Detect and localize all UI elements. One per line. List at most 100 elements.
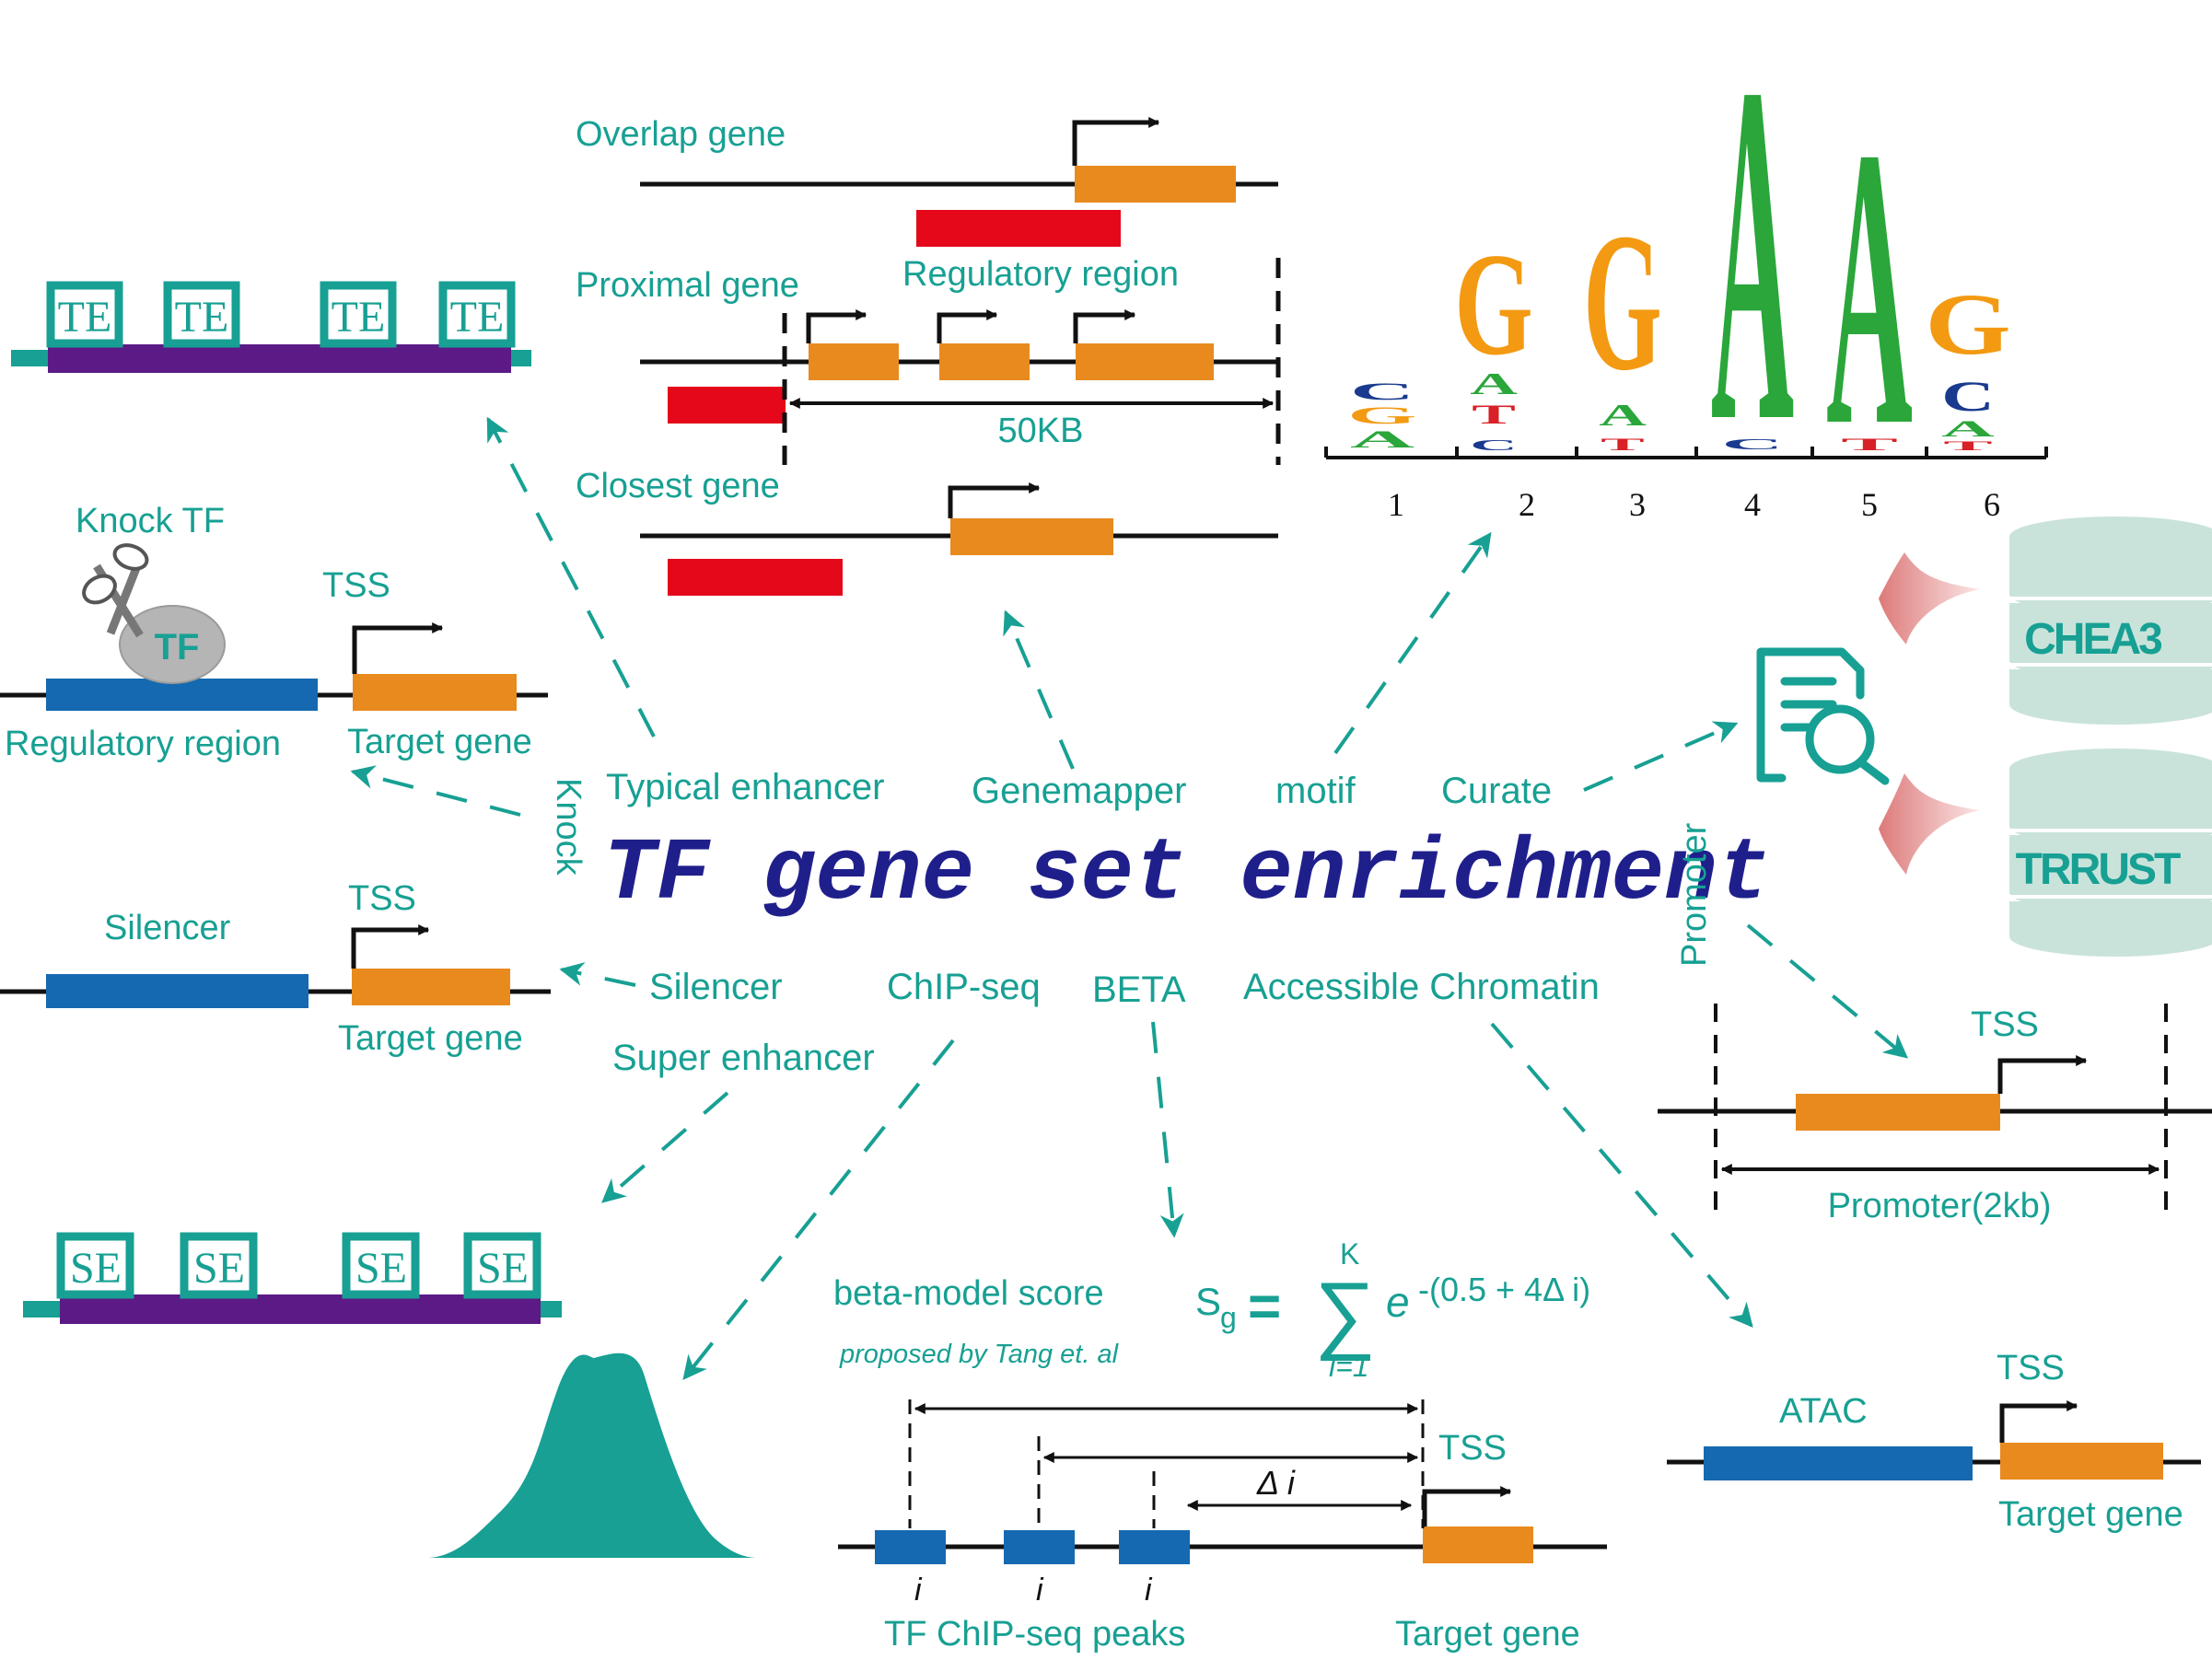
proximal-gene-label: Proximal gene: [576, 266, 799, 305]
te-box: TE: [438, 281, 516, 348]
svg-text:G: G: [1925, 277, 2010, 373]
atac-target-box: [2000, 1443, 2163, 1480]
db-arrow-lower: [1879, 773, 1980, 875]
se-panel: SE SE SE SE: [23, 1232, 562, 1324]
overlap-gene-label: Overlap gene: [576, 115, 786, 154]
beta-target-box: [1423, 1527, 1533, 1563]
method-arrows: [350, 416, 1908, 1381]
beta-tss-label: TSS: [1438, 1429, 1507, 1468]
motif-logo-panel: 1 2 3 4 5 6 C G A G A T C G A T A C A T: [1324, 0, 2048, 524]
arrow-to-silencer: [559, 962, 636, 987]
db-chea3-label: CHEA3: [2024, 615, 2161, 664]
logo-position: 3: [1629, 486, 1646, 523]
svg-text:C: C: [1470, 436, 1518, 453]
closest-regulatory-box: [668, 559, 843, 596]
svg-text:A: A: [1470, 366, 1518, 400]
overlap-gene-box: [1075, 166, 1236, 203]
promoter-tss-label: TSS: [1971, 1005, 2039, 1044]
svg-text:SE: SE: [193, 1244, 245, 1293]
delta-i-label: Δ i: [1256, 1464, 1296, 1502]
genemapper-panel: Overlap gene Regulatory region Proximal …: [576, 115, 1281, 596]
peak-mark: i: [914, 1573, 923, 1608]
atac-panel: ATAC TSS Target gene: [1667, 1349, 2201, 1534]
svg-text:g: g: [1220, 1301, 1237, 1334]
svg-text:T: T: [1472, 400, 1516, 430]
atac-target-label: Target gene: [1998, 1495, 2183, 1534]
curate-panel: CHEA3 TRRUST: [1756, 517, 2212, 957]
beta-score-title: beta-model score: [833, 1274, 1104, 1313]
label-promoter: Promoter: [1675, 822, 1714, 967]
silencer-title: Silencer: [104, 909, 231, 947]
te-box: TE: [46, 281, 123, 348]
database-chea3: CHEA3: [2009, 517, 2212, 725]
arrow-to-chipseq: [682, 1039, 955, 1381]
svg-text:SE: SE: [355, 1244, 407, 1293]
svg-text:∑: ∑: [1314, 1264, 1376, 1361]
super-enhancer-bar: [60, 1294, 541, 1324]
logo-position: 6: [1984, 486, 2000, 523]
svg-text:e: e: [1386, 1278, 1410, 1326]
chip-peak: [875, 1530, 946, 1564]
knock-target-label: Target gene: [347, 723, 532, 761]
knock-regulatory-label: Regulatory region: [5, 725, 281, 763]
arrow-to-promoter: [1746, 923, 1908, 1059]
knock-tf-title: Knock TF: [76, 502, 225, 540]
se-box: SE: [56, 1232, 134, 1299]
silencer-target-label: Target gene: [338, 1019, 523, 1058]
beta-formula: S g = K ∑ i=1 e -(0.5 + 4Δ i): [1195, 1237, 1590, 1383]
svg-text:TE: TE: [332, 293, 386, 342]
te-box: TE: [163, 281, 240, 348]
peak-mark: i: [1036, 1573, 1044, 1608]
promoter-range-label: Promoter(2kb): [1828, 1187, 2052, 1225]
arrow-to-super-enhancer: [601, 1091, 729, 1203]
se-box: SE: [463, 1232, 541, 1299]
overlap-regulatory-box: [916, 210, 1121, 247]
arrow-to-curate: [1583, 721, 1739, 792]
te-enhancer-bar: [48, 344, 511, 373]
chip-peaks-label: TF ChIP-seq peaks: [884, 1615, 1185, 1654]
label-silencer: Silencer: [649, 967, 783, 1007]
arrow-to-knock: [350, 765, 521, 817]
closest-gene-box: [950, 518, 1113, 555]
svg-text:TE: TE: [450, 293, 505, 342]
svg-text:SE: SE: [477, 1244, 529, 1293]
diagram-title: TF gene set enrichment: [603, 824, 1770, 924]
silencer-panel: Silencer TSS Target gene: [0, 879, 551, 1058]
svg-text:T: T: [1601, 435, 1645, 454]
silencer-target-box: [352, 969, 510, 1005]
label-typical-enhancer: Typical enhancer: [606, 767, 884, 807]
logo-letters: C G A G A T C G A T A C A T G C A T: [1347, 0, 2010, 524]
svg-text:TF: TF: [155, 627, 200, 667]
promoter-gene-box: [1796, 1094, 2000, 1131]
svg-text:A: A: [1711, 0, 1794, 524]
scissors-icon: [82, 543, 149, 638]
label-motif: motif: [1275, 771, 1356, 811]
svg-text:i=1: i=1: [1329, 1350, 1369, 1383]
tf-protein: [119, 605, 226, 684]
chip-peak: [1004, 1530, 1075, 1564]
database-trrust: TRRUST: [2009, 749, 2212, 957]
svg-text:=: =: [1248, 1275, 1281, 1339]
svg-text:A: A: [1941, 415, 1995, 441]
proximal-regulatory-box: [668, 387, 786, 424]
peak-mark: i: [1145, 1573, 1153, 1608]
se-box: SE: [342, 1232, 420, 1299]
silencer-bar: [46, 974, 309, 1008]
logo-position: 2: [1519, 486, 1535, 523]
arrow-to-motif: [1333, 531, 1492, 755]
se-box: SE: [180, 1232, 258, 1299]
label-curate: Curate: [1441, 771, 1552, 811]
svg-text:G: G: [1347, 402, 1416, 429]
svg-text:-(0.5 + 4Δ i): -(0.5 + 4Δ i): [1418, 1271, 1590, 1308]
atac-bar: [1704, 1446, 1973, 1480]
document-search-icon: [1756, 647, 1890, 785]
db-trrust-label: TRRUST: [2016, 845, 2181, 894]
arrow-to-te: [486, 416, 656, 737]
svg-text:A: A: [1350, 426, 1415, 453]
svg-text:T: T: [1841, 435, 1898, 455]
svg-text:C: C: [1722, 435, 1784, 452]
knock-target-gene-box: [353, 674, 517, 711]
db-arrow-upper: [1879, 552, 1980, 644]
label-knock: Knock: [549, 778, 588, 876]
